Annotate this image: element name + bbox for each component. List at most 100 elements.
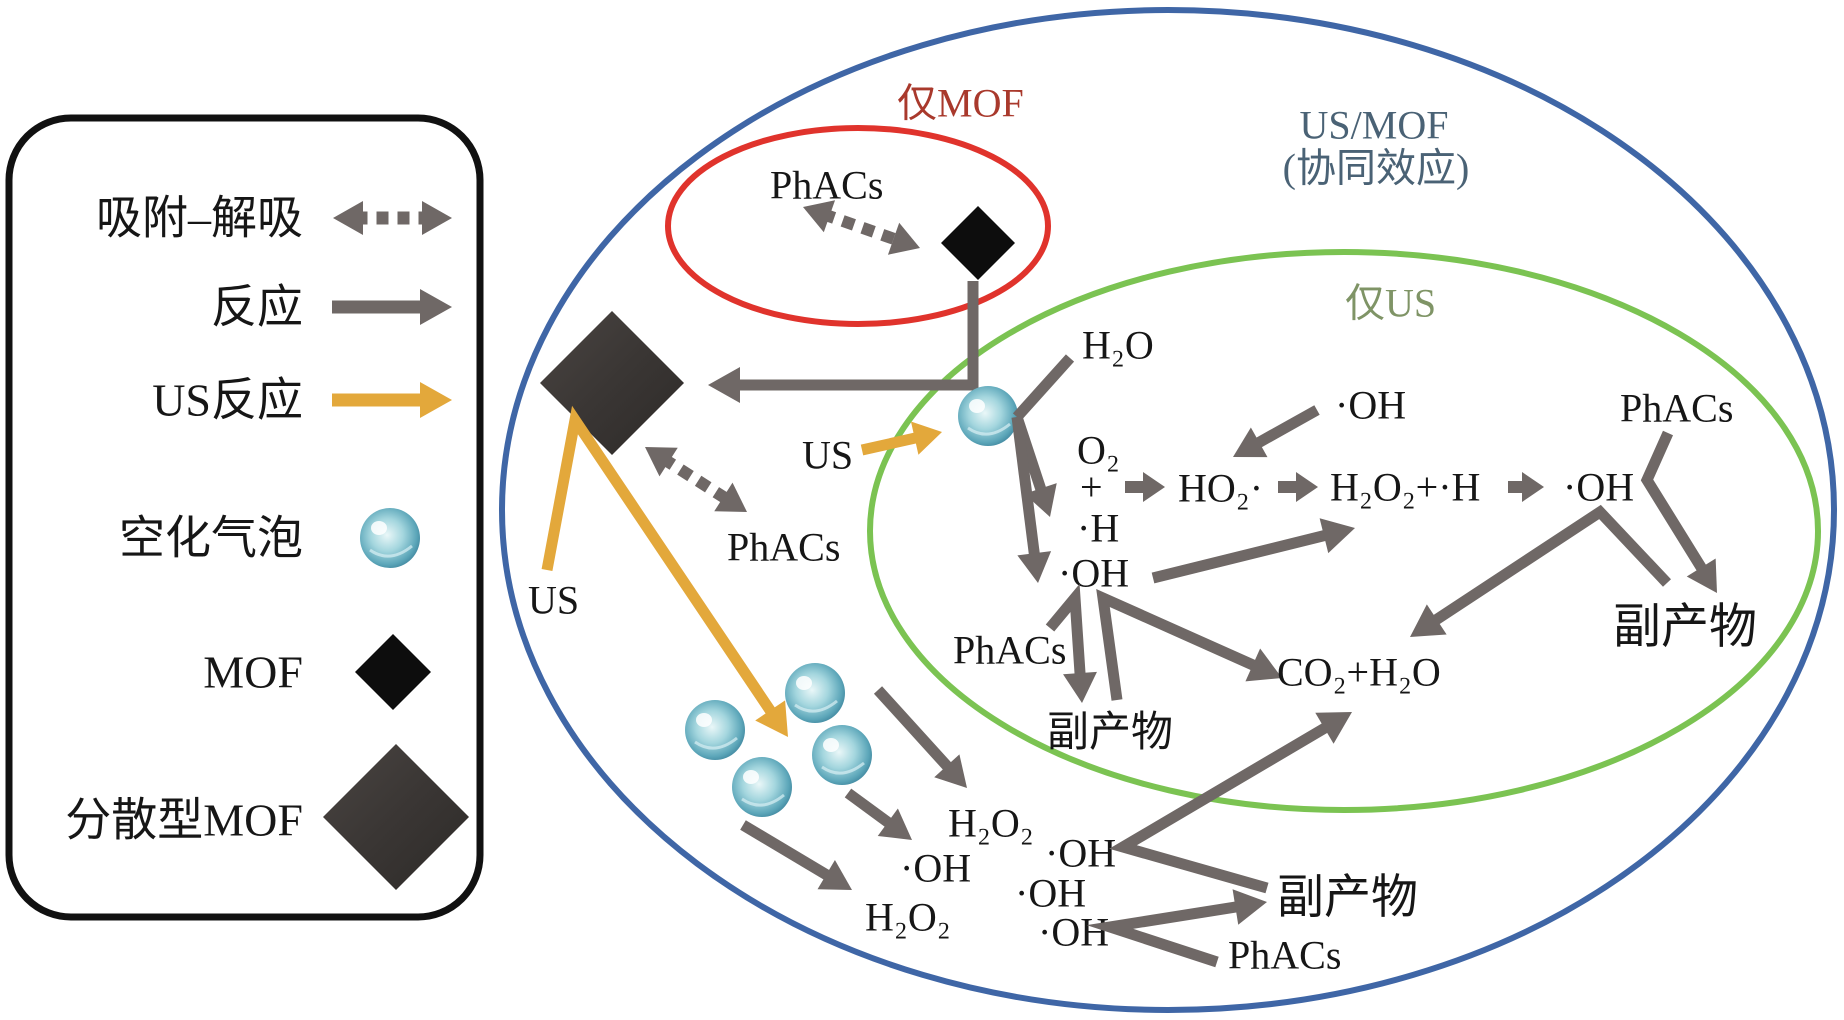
h2o2-label-upper: H₂O₂ [948,801,1034,846]
h-radical-label: ·H [1077,506,1119,551]
arrowhead [714,482,747,512]
arrowhead [1522,472,1544,502]
legend-label-us-reaction: US反应 [152,375,303,426]
oh-to-co2-arrow-middle [1096,588,1282,701]
h2o2-label-lower: H₂O₂ [865,895,951,940]
cavitation-bubble-icon [730,755,794,819]
legend-frame [5,114,484,921]
legend-label-adsorption-desorption: 吸附–解吸 [96,193,303,244]
legend-reaction-arrow-icon [332,289,452,325]
arrowhead [420,289,452,325]
arrowhead [422,201,452,235]
arrowhead [1143,472,1165,502]
h2o-to-bubble-line [1012,354,1075,421]
arrow-shaft [1012,354,1075,421]
arrowhead [817,860,852,890]
arrowhead [877,808,912,840]
oh-to-h2o2-arrow [1151,518,1355,584]
byproduct-label-right: 副产物 [1613,601,1757,654]
cavitation-bubble-icon [683,698,747,762]
h2o2-plus-h-label: H₂O₂+·H [1330,465,1480,510]
arrowhead [887,222,920,255]
cavitation-bubble-icon [810,723,874,787]
arrowhead [934,754,967,788]
arrow-shaft [1096,588,1263,701]
arrow-shaft [1011,416,1041,562]
arrow-shaft-dashed [659,453,733,506]
arrowhead [755,700,788,737]
ho2-to-h2o2-arrow [1278,472,1318,502]
legend: 吸附–解吸 反应 US反应 空化气泡 MOF 分散型MOF [5,114,484,921]
h2o2-to-oh-arrow [1508,472,1544,502]
arrowhead [1296,472,1318,502]
mof-diamond-icon [941,206,1015,280]
arrowhead [1686,558,1717,593]
oh-radical-label-left: ·OH [1058,551,1129,596]
arrow-shaft [860,431,923,456]
us-label-middle: US [802,433,853,478]
oh-radical-label-cluster-left: ·OH [900,846,971,891]
legend-label-dispersed-mof: 分散型MOF [65,795,303,846]
arrow-shaft [1427,504,1672,629]
synergy-region-title: US/MOF [1300,103,1449,148]
oh-to-co2-arrow-right [1410,504,1672,637]
legend-us-arrow-icon [332,382,452,418]
legend-label-cavitation-bubble: 空化气泡 [119,513,303,564]
arrowhead [1233,427,1268,458]
arrow-shaft [740,820,836,884]
arrow-shaft [1086,900,1245,968]
arrowhead [333,201,363,235]
phacs-label-middle: PhACs [953,628,1066,673]
arrowhead [910,421,942,455]
legend-dispersed-mof-diamond-icon [323,744,469,890]
arrowhead [1410,604,1447,637]
synergy-region-subtitle: (协同效应) [1283,146,1470,191]
legend-label-mof: MOF [203,647,303,698]
mof-only-region-ellipse [665,125,1051,327]
oh-radical-label-c: ·OH [1038,910,1109,955]
phacs-label-dispersed-zone: PhACs [727,525,840,570]
us-label-left: US [528,578,579,623]
legend-mof-diamond-icon [355,634,431,710]
arrowhead [1245,648,1282,682]
arrowhead [1063,671,1097,703]
us-arrow-to-bubble [860,421,942,456]
mof-only-region-label: 仅MOF [897,81,1024,126]
o2-label: O₂ [1077,428,1120,473]
oh-radical-label-b: ·OH [1015,871,1086,916]
oh-radical-label-top: ·OH [1335,383,1406,428]
arrow-shaft [1109,719,1335,894]
arrowhead [708,367,740,403]
dispersed-mof-diamond-icon [540,311,684,455]
arrowhead [1315,712,1352,744]
adsorption-desorption-arrow-mof [803,200,920,255]
mof-dispersion-arrow [708,281,979,403]
cavitation-bubble-icon [956,384,1020,448]
byproduct-label-middle: 副产物 [1047,710,1173,756]
ho2-radical-label: HO₂· [1178,466,1263,511]
oh-radical-label-right: ·OH [1563,465,1634,510]
arrow-shaft [844,788,898,832]
us-only-region-ellipse [867,249,1821,813]
phacs-to-byproduct-arrow-middle [1045,583,1097,703]
adsorption-desorption-arrow-dispersed [645,447,747,512]
arrowhead [645,447,678,477]
oh-to-co2-arrow-synergy [1109,712,1352,894]
phacs-label-mof-zone: PhACs [770,163,883,208]
arrowhead [1024,483,1057,517]
legend-dotted-double-arrow-icon [333,201,452,235]
arrowhead [803,200,836,233]
oh-to-ho2-arrow [1233,405,1320,458]
arrow-shaft [1249,405,1320,451]
synergy-region-ellipse [499,7,1837,1013]
arrow-shaft [541,405,780,721]
arrow-shaft [1045,583,1086,681]
arrow-shaft [732,281,979,391]
phacs-to-byproduct-arrow-right [1640,430,1717,593]
arrowhead [1232,889,1267,925]
arrowhead [1319,518,1355,554]
bubbles-to-h2o2-arrow-lower [740,820,852,890]
arrow-shaft [1640,430,1710,577]
phacs-to-byproduct-arrow-synergy [1086,889,1267,968]
